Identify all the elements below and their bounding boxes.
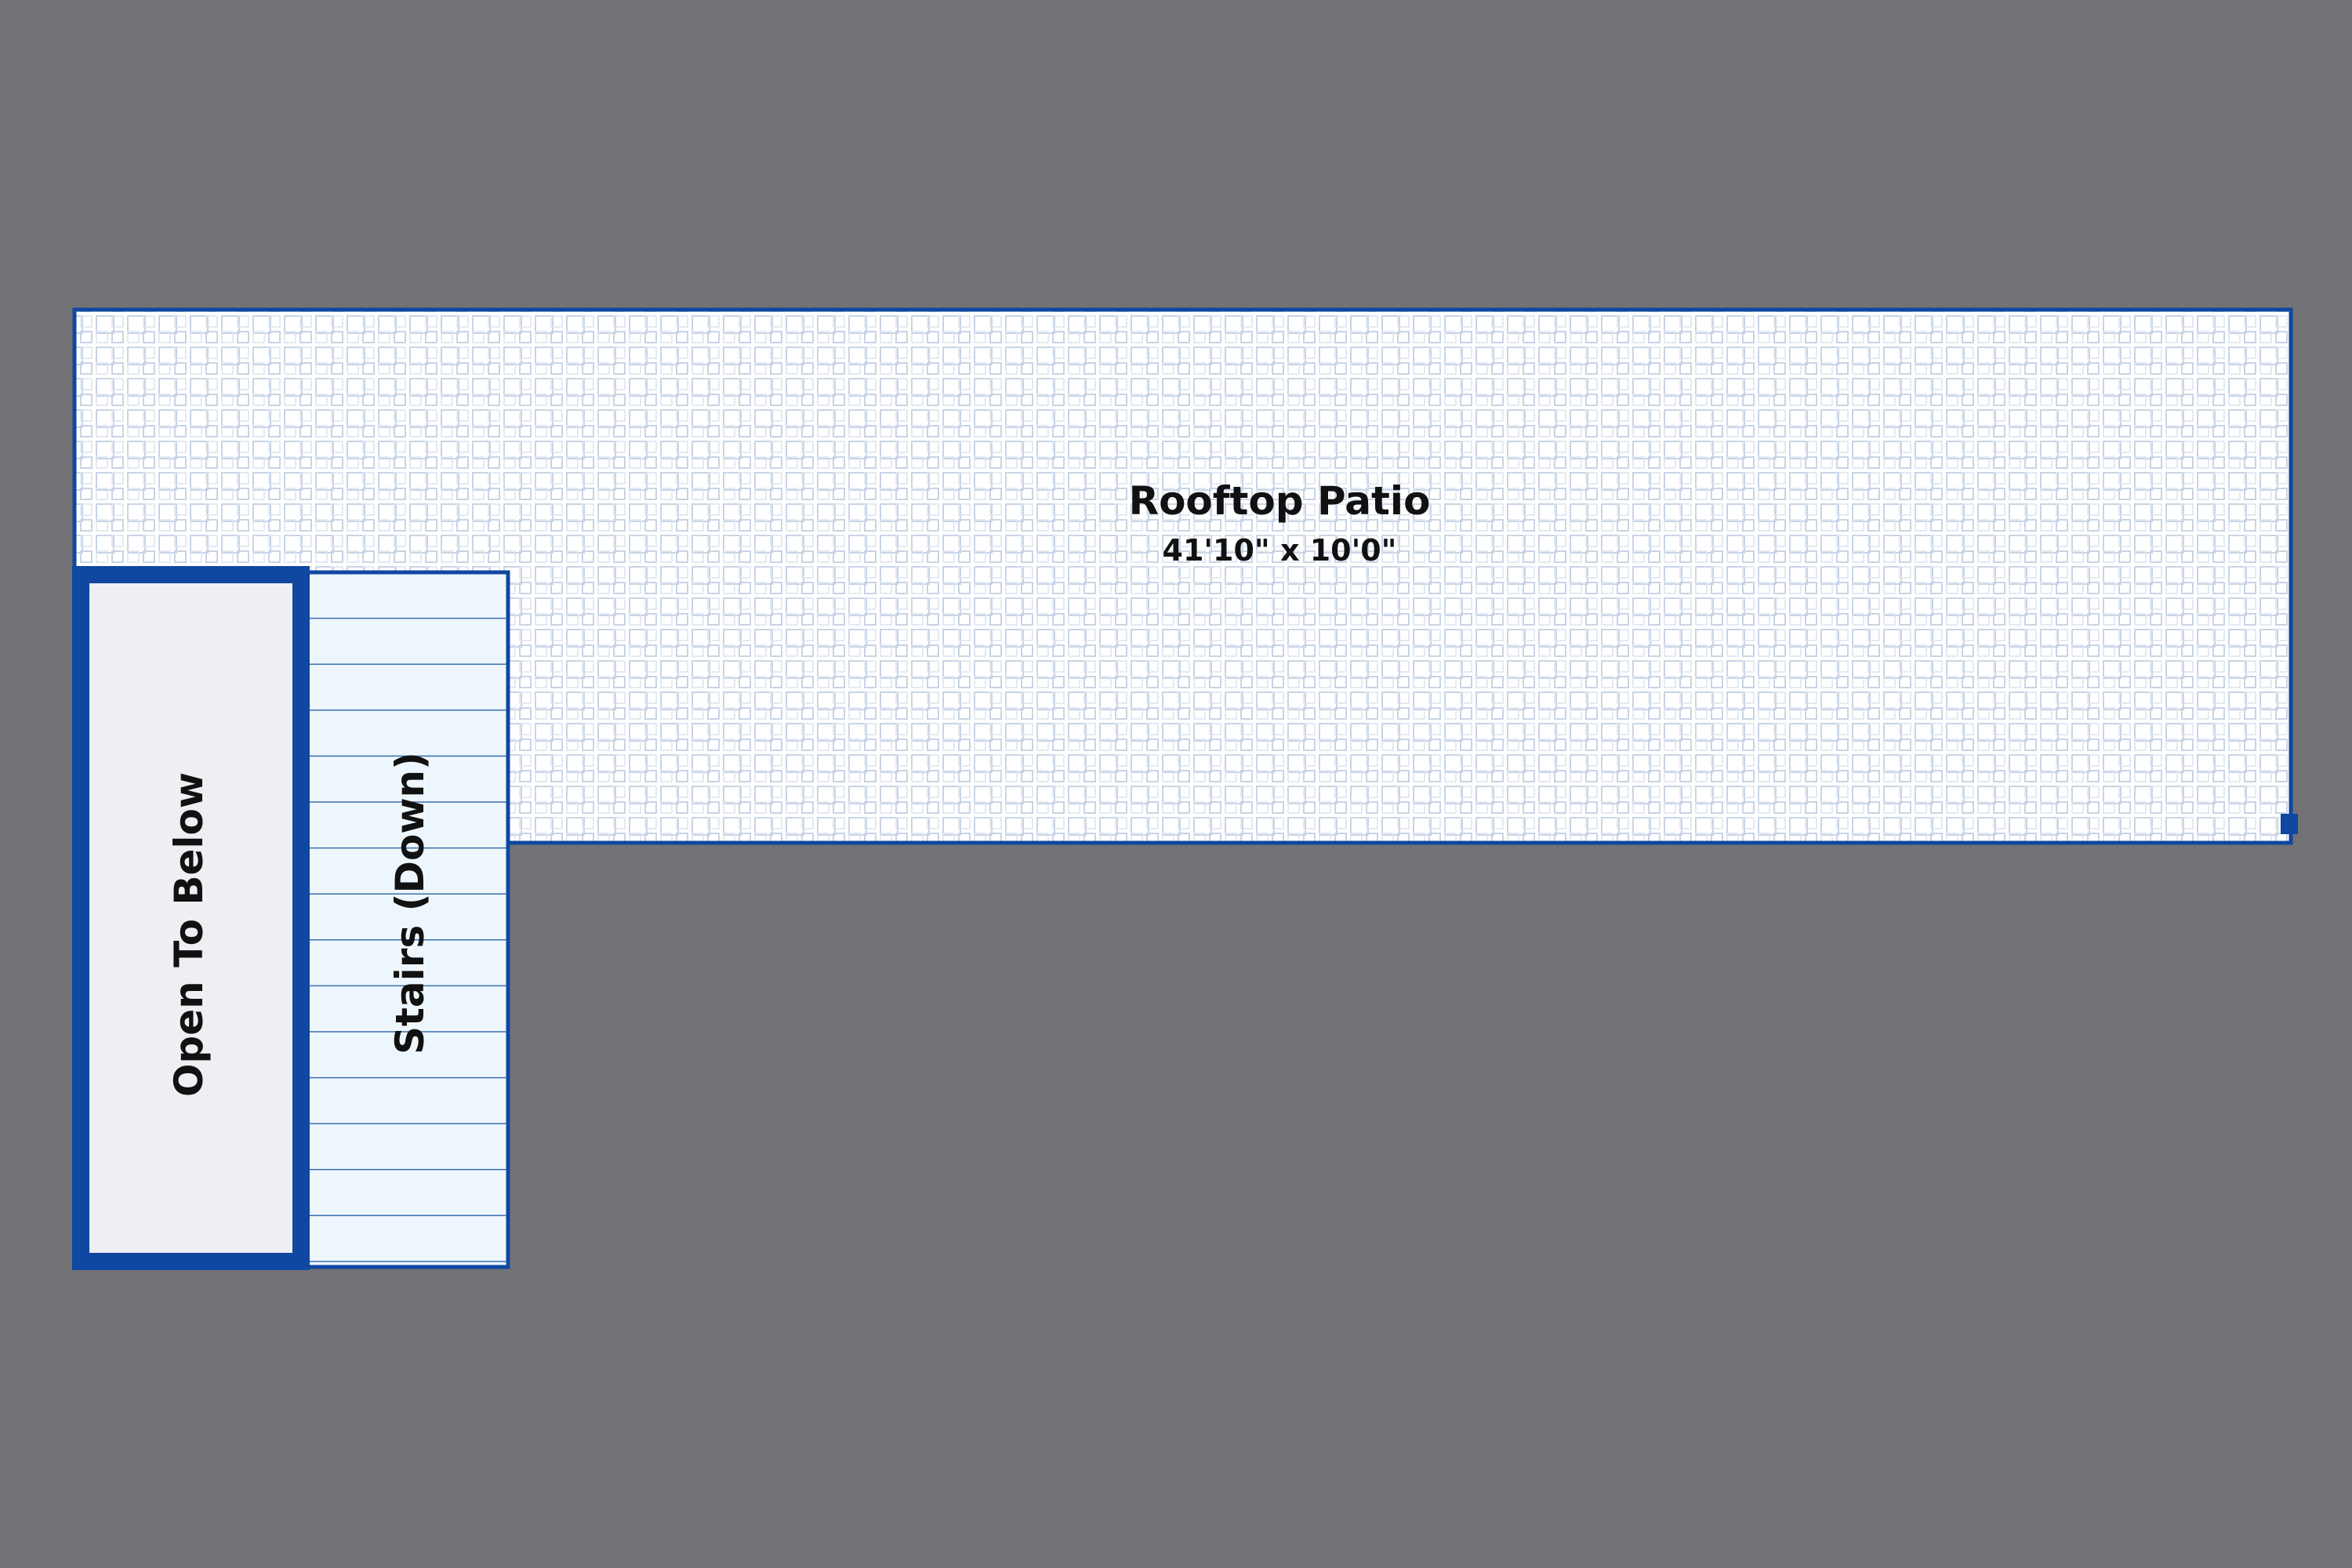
open-to-below-label: Open To Below	[166, 772, 212, 1097]
open-to-below: Open To Below	[72, 566, 310, 1270]
stair-treads	[307, 617, 506, 1262]
open-to-below-area	[72, 566, 310, 1270]
stairs-label: Stairs (Down)	[387, 752, 433, 1054]
rooftop-patio-dimensions: 41'10" x 10'0"	[1163, 533, 1397, 568]
rooftop-patio-name: Rooftop Patio	[1129, 478, 1431, 524]
stairs-down: Stairs (Down)	[303, 570, 510, 1269]
square-marker-icon	[2281, 814, 2298, 834]
